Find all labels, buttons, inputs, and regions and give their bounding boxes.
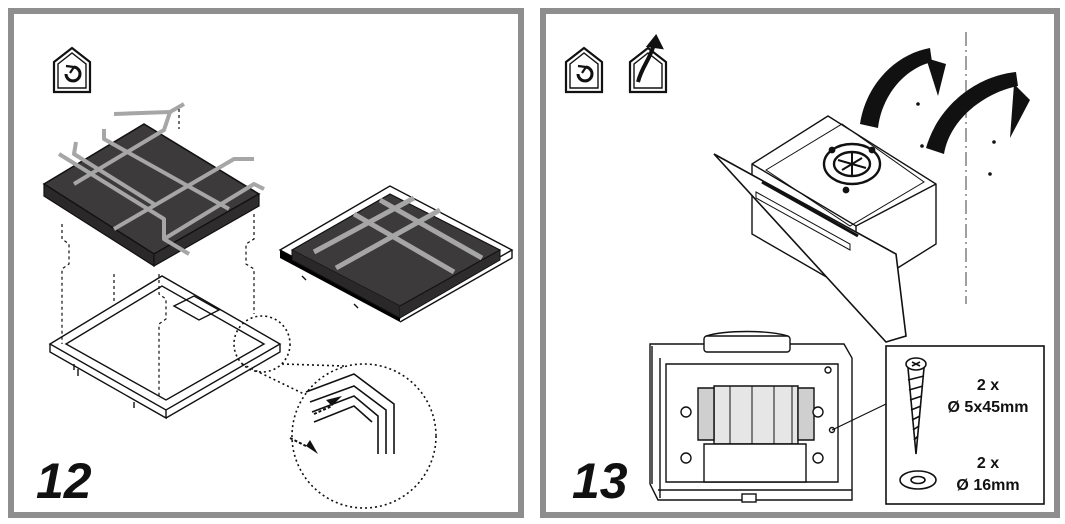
recirculation-mode-icon: [52, 46, 92, 94]
step-number-12: 12: [36, 453, 92, 509]
fan-motor: [822, 142, 882, 194]
glass-panel: [713, 153, 907, 343]
washer-size: Ø 16mm: [956, 477, 1019, 494]
step-12-panel: 12: [8, 8, 524, 518]
detail-magnifier: [233, 315, 437, 509]
ducted-exhaust-mode-icon: [628, 33, 668, 94]
assembled-filter: [278, 185, 514, 323]
frame-detail: [305, 373, 395, 454]
recirculation-mode-icon: [564, 46, 604, 94]
washer-icon: [899, 470, 937, 490]
step-12-illustration: [42, 46, 514, 509]
step-13-panel: 2 x Ø 5x45mm 2 x Ø 16mm 13: [540, 8, 1060, 518]
screw-size: Ø 5x45mm: [948, 399, 1029, 416]
screw-quantity: 2 x: [977, 377, 999, 394]
screw-icon: [905, 357, 927, 455]
step-number-13: 13: [572, 453, 628, 509]
arrow-icon: [289, 396, 342, 454]
arrow-icon: [860, 48, 1030, 176]
callout-line: [831, 403, 887, 431]
assembly-guide-lines: [61, 109, 255, 399]
washer-quantity: 2 x: [977, 455, 999, 472]
filter-frame: [48, 275, 282, 420]
hood-interior-view: [649, 330, 853, 503]
wire-clip: [57, 102, 265, 256]
step-13-illustration: 2 x Ø 5x45mm 2 x Ø 16mm: [564, 32, 1045, 505]
